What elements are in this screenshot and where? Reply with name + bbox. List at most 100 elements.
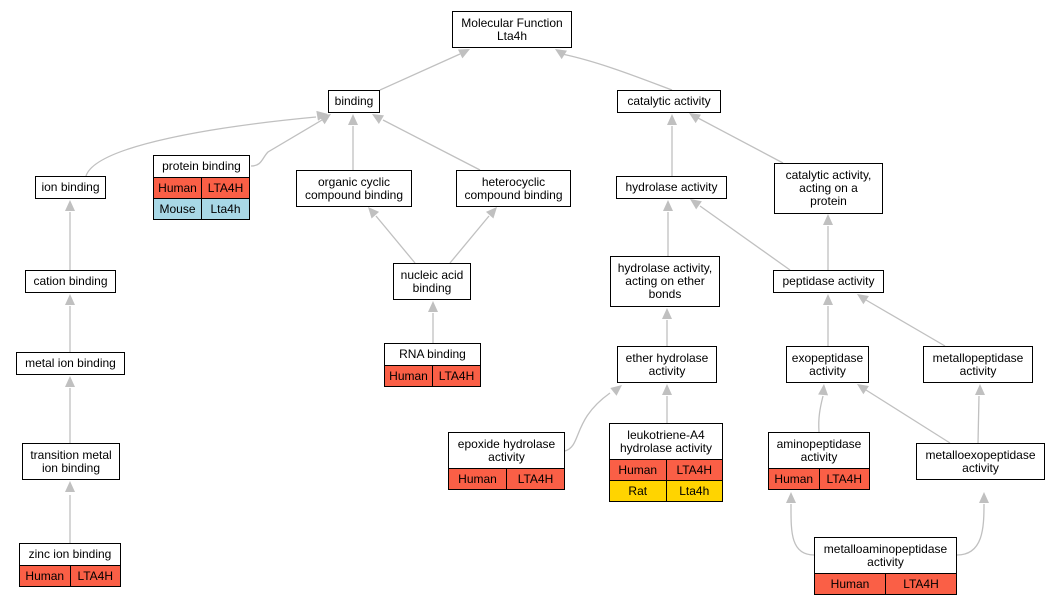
- go-term-label: leukotriene-A4 hydrolase activity: [619, 427, 713, 455]
- go-term-node-metalion[interactable]: metal ion binding: [16, 352, 125, 375]
- edge-arrowhead: [348, 114, 358, 125]
- species-cell: Human: [830, 577, 870, 591]
- edge-arrowhead: [786, 492, 796, 503]
- go-term-node-mf[interactable]: Molecular Function Lta4h: [452, 11, 572, 48]
- go-term-label: nucleic acid binding: [400, 267, 464, 295]
- gene-cell: LTA4H: [506, 469, 564, 489]
- edge-line: [375, 215, 416, 264]
- species-cell: Rat: [628, 484, 648, 498]
- go-term-label: ion binding: [41, 180, 100, 194]
- edge-arrowhead: [555, 49, 567, 60]
- edge-line: [564, 392, 611, 452]
- go-term-label: metalloexopeptidase activity: [925, 447, 1036, 475]
- edge-arrowhead: [975, 384, 985, 395]
- go-term-node-exopep[interactable]: exopeptidase activity: [786, 346, 869, 383]
- edge-arrowhead: [662, 384, 672, 395]
- edge-arrowhead: [690, 199, 702, 210]
- edge-arrowhead: [667, 114, 677, 125]
- go-term-label: metallopeptidase activity: [932, 350, 1024, 378]
- gene-cell: Lta4h: [201, 199, 249, 219]
- go-term-node-catalytic[interactable]: catalytic activity: [617, 90, 721, 113]
- edge-arrowhead: [857, 294, 869, 305]
- edge-line: [449, 215, 490, 264]
- edge-arrowhead: [610, 385, 622, 396]
- go-term-node-hydether[interactable]: hydrolase activity, acting on ether bond…: [610, 256, 720, 307]
- edge-arrowhead: [372, 114, 385, 124]
- edge-line: [699, 205, 791, 271]
- go-term-node-hetero[interactable]: heterocyclic compound binding: [456, 170, 571, 207]
- species-cell: Human: [774, 472, 814, 486]
- go-term-node-nucleic[interactable]: nucleic acid binding: [393, 263, 471, 300]
- gene-cell: LTA4H: [818, 469, 870, 489]
- species-cell: Human: [458, 472, 497, 486]
- go-term-label: epoxide hydrolase activity: [457, 436, 556, 464]
- go-term-label: hydrolase activity, acting on ether bond…: [617, 261, 713, 301]
- edge-line: [818, 395, 824, 433]
- go-term-node-cation[interactable]: cation binding: [25, 270, 116, 293]
- go-term-label: aminopeptidase activity: [776, 436, 862, 464]
- species-cell: Human: [158, 181, 197, 195]
- gene-cell: LTA4H: [432, 366, 480, 386]
- edge-line: [561, 53, 673, 91]
- gene-cell: Lta4h: [665, 481, 723, 501]
- edge-arrowhead: [368, 207, 380, 219]
- go-term-label: catalytic activity, acting on a protein: [785, 168, 872, 208]
- gene-cell: LTA4H: [201, 178, 249, 198]
- edge-arrowhead: [319, 114, 331, 125]
- edge-line: [382, 119, 481, 171]
- edge-arrowhead: [485, 207, 497, 219]
- go-term-label: protein binding: [162, 159, 241, 173]
- edge-arrowhead: [979, 492, 989, 503]
- edge-line: [977, 395, 980, 444]
- edge-arrowhead: [823, 214, 833, 225]
- go-term-label: exopeptidase activity: [791, 350, 864, 378]
- edge-arrowhead: [663, 200, 673, 211]
- edge-arrowhead: [689, 113, 701, 124]
- go-term-node-transition[interactable]: transition metal ion binding: [22, 443, 120, 480]
- go-term-label: ether hydrolase activity: [625, 350, 709, 378]
- species-cell: Human: [618, 463, 658, 477]
- annotation-row: Rat Lta4h: [610, 480, 722, 501]
- edge-line: [790, 503, 815, 556]
- edge-line: [697, 117, 784, 164]
- go-term-label: metalloaminopeptidase activity: [823, 541, 948, 569]
- edge-line: [865, 389, 951, 444]
- go-term-node-organic[interactable]: organic cyclic compound binding: [296, 170, 412, 207]
- go-term-node-metalloexo[interactable]: metalloexopeptidase activity: [916, 443, 1045, 480]
- species-cell: Human: [389, 369, 428, 383]
- annotation-row: Human LTA4H: [154, 177, 249, 198]
- go-term-node-catprot[interactable]: catalytic activity, acting on a protein: [774, 163, 883, 214]
- annotation-row: Human LTA4H: [385, 365, 480, 386]
- go-term-node-metallopep[interactable]: metallopeptidase activity: [923, 346, 1033, 383]
- go-term-node-ion[interactable]: ion binding: [35, 176, 106, 199]
- edge-arrowhead: [823, 294, 833, 305]
- edge-line: [865, 299, 946, 347]
- edge-arrowhead: [65, 376, 75, 387]
- go-term-label: organic cyclic compound binding: [304, 174, 404, 202]
- go-term-label: RNA binding: [399, 347, 466, 361]
- go-term-label: hydrolase activity: [625, 180, 718, 194]
- edge-arrowhead: [428, 301, 438, 312]
- go-term-node-etherhyd[interactable]: ether hydrolase activity: [617, 346, 717, 383]
- go-term-node-hydrolase[interactable]: hydrolase activity: [616, 176, 727, 199]
- edge-arrowhead: [662, 308, 672, 319]
- edge-arrowhead: [65, 481, 75, 492]
- edge-arrowhead: [65, 294, 75, 305]
- edge-line: [379, 53, 461, 91]
- go-term-node-binding[interactable]: binding: [328, 90, 380, 113]
- species-cell: Human: [25, 569, 65, 583]
- go-term-label: catalytic activity: [627, 94, 711, 108]
- go-term-label: zinc ion binding: [28, 547, 112, 561]
- go-term-node-peptidase[interactable]: peptidase activity: [773, 270, 884, 293]
